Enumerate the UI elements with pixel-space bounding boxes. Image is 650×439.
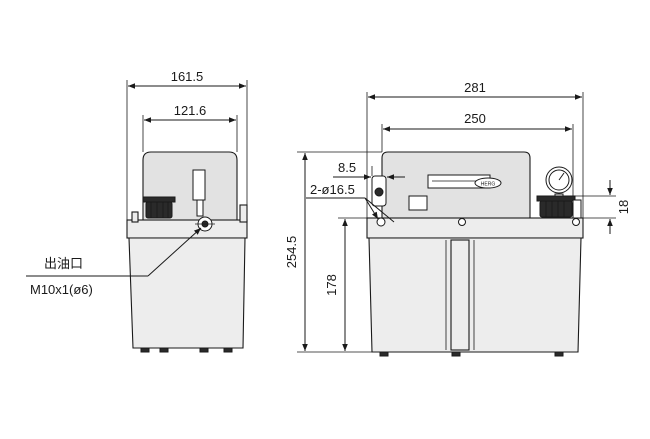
- side-width-label: 281: [464, 80, 486, 95]
- mount-holes-label: 2-ø16.5: [310, 182, 355, 197]
- front-foot: [199, 347, 209, 353]
- mount-hole: [572, 218, 580, 226]
- front-tab: [131, 211, 139, 223]
- brand-badge-text: HERG: [481, 182, 496, 188]
- front-filler-cap: [142, 196, 176, 203]
- offset-label: 8.5: [338, 160, 356, 175]
- front-filler-cap-knurl: [145, 201, 173, 219]
- front-foot: [140, 347, 150, 353]
- front-foot: [223, 347, 233, 353]
- cap-height-label: 18: [616, 200, 631, 214]
- side-switch: [408, 195, 428, 211]
- side-right-fitting: [572, 199, 582, 219]
- side-view: HERG: [284, 80, 631, 357]
- side-sight-rib: [450, 239, 470, 351]
- front-lid-width-label: 121.6: [174, 103, 207, 118]
- side-top-plate: [366, 217, 584, 239]
- outlet-label-cn: 出油口: [44, 256, 83, 271]
- side-filler-cap-knurl: [539, 200, 573, 218]
- front-pump-stem: [196, 199, 204, 217]
- front-view: 161.5 121.6 出油口 M10x1(ø6): [26, 69, 248, 353]
- outlet-label-thread: M10x1(ø6): [30, 282, 93, 297]
- mount-hole: [458, 218, 466, 226]
- overall-height-label: 254.5: [284, 236, 299, 269]
- side-foot: [451, 351, 461, 357]
- front-tab: [239, 204, 248, 223]
- side-foot: [379, 351, 389, 357]
- outlet-leader: [147, 227, 202, 277]
- front-foot: [159, 347, 169, 353]
- front-tank-body: [128, 237, 246, 349]
- side-foot: [554, 351, 564, 357]
- side-tank-body: [368, 237, 582, 353]
- fitting-icon: [374, 187, 384, 197]
- side-lid-width-label: 250: [464, 111, 486, 126]
- front-top-plate: [126, 219, 248, 239]
- holes-leader-2: [364, 197, 395, 223]
- brand-badge: [474, 177, 502, 189]
- body-height-label: 178: [324, 274, 339, 296]
- front-pump-lever: [192, 169, 206, 201]
- side-filler-cap: [536, 195, 576, 202]
- front-width-label: 161.5: [171, 69, 204, 84]
- holes-leader: [364, 197, 379, 220]
- mount-hole: [376, 217, 386, 227]
